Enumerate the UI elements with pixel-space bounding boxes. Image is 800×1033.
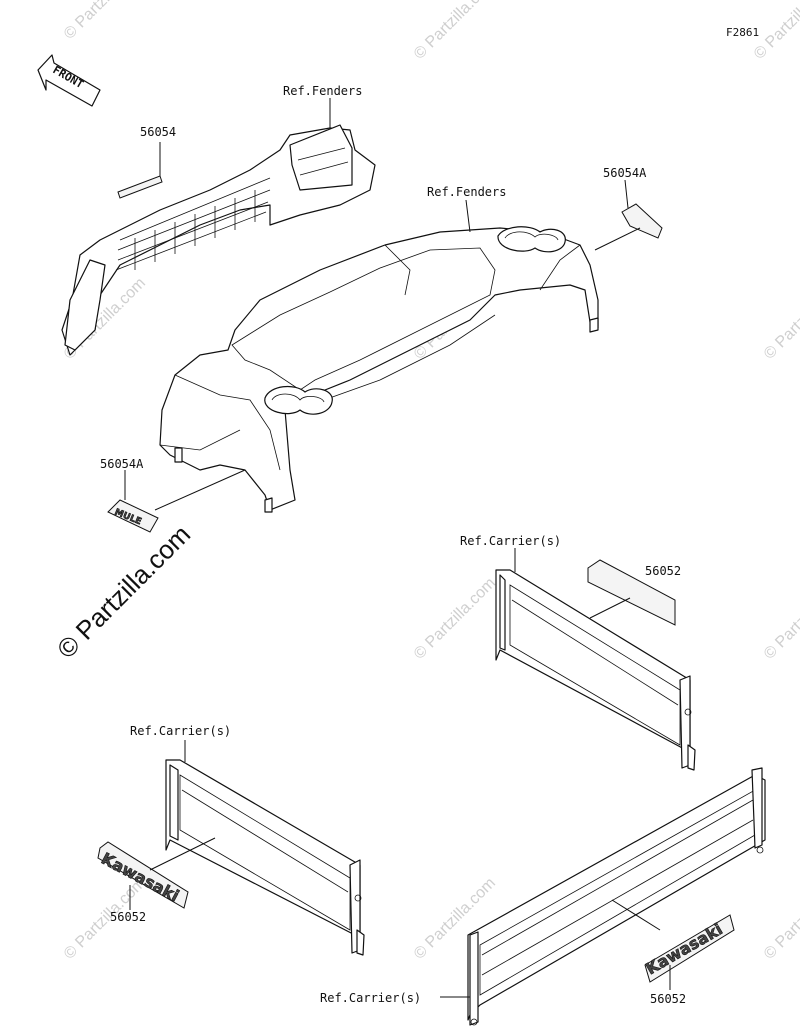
front-grille-panel — [61, 124, 376, 356]
carrier-tailgate — [467, 767, 766, 1026]
label-ref-carriers-right: Ref.Carrier(s) — [460, 534, 561, 548]
watermark: © Partzilla.com — [61, 0, 149, 43]
rear-fender-body — [159, 226, 599, 513]
label-ref-fenders-top: Ref.Fenders — [283, 84, 362, 98]
label-ref-fenders-mid: Ref.Fenders — [427, 185, 506, 199]
kawasaki-decal-right: Kawasaki — [642, 914, 735, 983]
carrier-panel-left — [165, 759, 365, 956]
watermark: © Partzilla.com — [761, 875, 800, 963]
figure-code: F2861 — [726, 26, 759, 39]
sticker-56052-right — [587, 559, 676, 626]
label-ref-carriers-bottom: Ref.Carrier(s) — [320, 991, 421, 1005]
label-56052-left: 56052 — [110, 910, 146, 924]
mule-logo-decal: MULE — [107, 499, 159, 533]
watermark: © Partzilla.com — [761, 275, 800, 363]
sticker-56054A-right — [621, 203, 663, 239]
watermark: © Partzilla.com — [411, 575, 499, 663]
label-56052-bottom: 56052 — [650, 992, 686, 1006]
front-arrow-icon: FRONT — [37, 54, 101, 107]
label-56054A-left: 56054A — [100, 457, 144, 471]
sticker-56054 — [117, 175, 163, 199]
kawasaki-text-right: Kawasaki — [643, 919, 726, 978]
watermark-main: © Partzilla.com — [51, 519, 196, 664]
label-56054A-right: 56054A — [603, 166, 647, 180]
watermark: © Partzilla.com — [411, 0, 499, 63]
kawasaki-text-left: Kawasaki — [98, 849, 182, 906]
label-ref-carriers-left: Ref.Carrier(s) — [130, 724, 231, 738]
carrier-panel-right — [495, 569, 696, 771]
watermark: © Partzilla.com — [761, 575, 800, 663]
label-56052-right: 56052 — [645, 564, 681, 578]
label-56054: 56054 — [140, 125, 176, 139]
kawasaki-decal-left: Kawasaki — [97, 841, 189, 909]
